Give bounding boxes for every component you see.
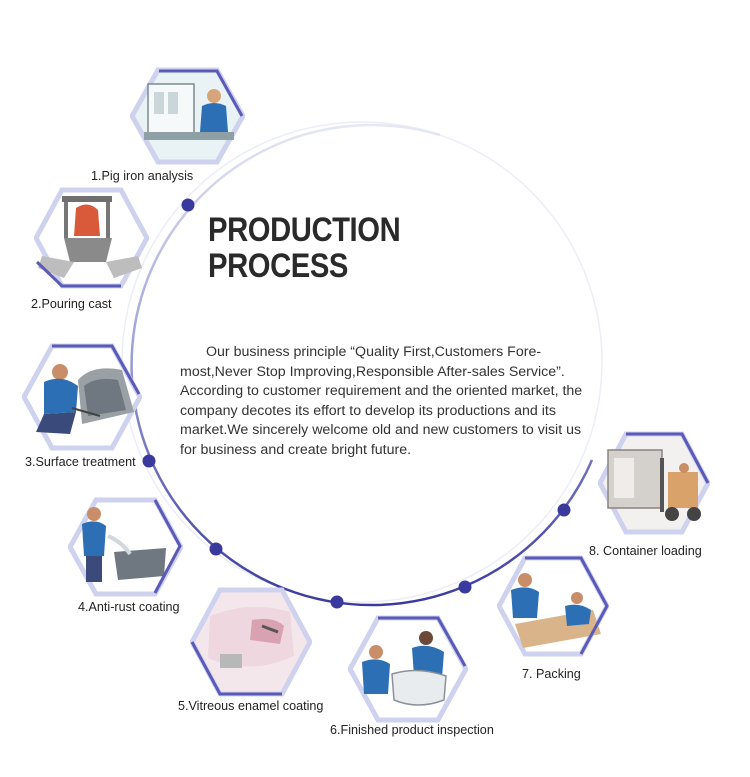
step-6-image — [348, 615, 468, 723]
step-dot-8 — [557, 503, 571, 517]
step-7-image — [497, 555, 609, 657]
page-title: PRODUCTION PROCESS — [208, 211, 401, 285]
hex-outline — [378, 616, 467, 667]
step-1-image — [130, 67, 245, 165]
step-6-label: 6.Finished product inspection — [330, 723, 494, 737]
step-1-label: 1.Pig iron analysis — [91, 169, 194, 183]
step-5-label: 5.Vitreous enamel coating — [178, 699, 324, 713]
step-2-image — [34, 187, 149, 289]
step-dot-1 — [181, 198, 195, 212]
ring-arc — [130, 123, 594, 607]
hex-outline — [626, 432, 710, 484]
step-dot-6 — [330, 595, 344, 609]
step-dot-4 — [209, 542, 223, 556]
step-8-image — [598, 431, 710, 535]
step-dot-7 — [458, 580, 472, 594]
title-line-2: PROCESS — [208, 247, 348, 285]
hex-outline — [159, 69, 244, 117]
step-dot-3 — [142, 454, 156, 468]
hex-outline — [35, 260, 121, 288]
title-line-1: PRODUCTION — [208, 211, 401, 249]
ring-dots — [142, 198, 571, 609]
intro-paragraph: Our business principle “Quality First,Cu… — [180, 343, 600, 460]
step-2-label: 2.Pouring cast — [31, 297, 112, 311]
step-4-image — [68, 497, 183, 597]
hex-outline — [52, 344, 141, 395]
hex-outline — [525, 556, 609, 655]
hex-outline — [190, 641, 282, 696]
step-4-label: 4.Anti-rust coating — [78, 600, 180, 614]
step-3-label: 3.Surface treatment — [25, 455, 136, 469]
step-8-label: 8. Container loading — [589, 544, 702, 558]
intro-text: Our business principle “Quality First,Cu… — [180, 344, 583, 458]
hex-outline — [153, 499, 182, 594]
step-5-image — [190, 587, 312, 697]
step-7-label: 7. Packing — [522, 667, 581, 681]
step-3-image — [22, 343, 142, 451]
